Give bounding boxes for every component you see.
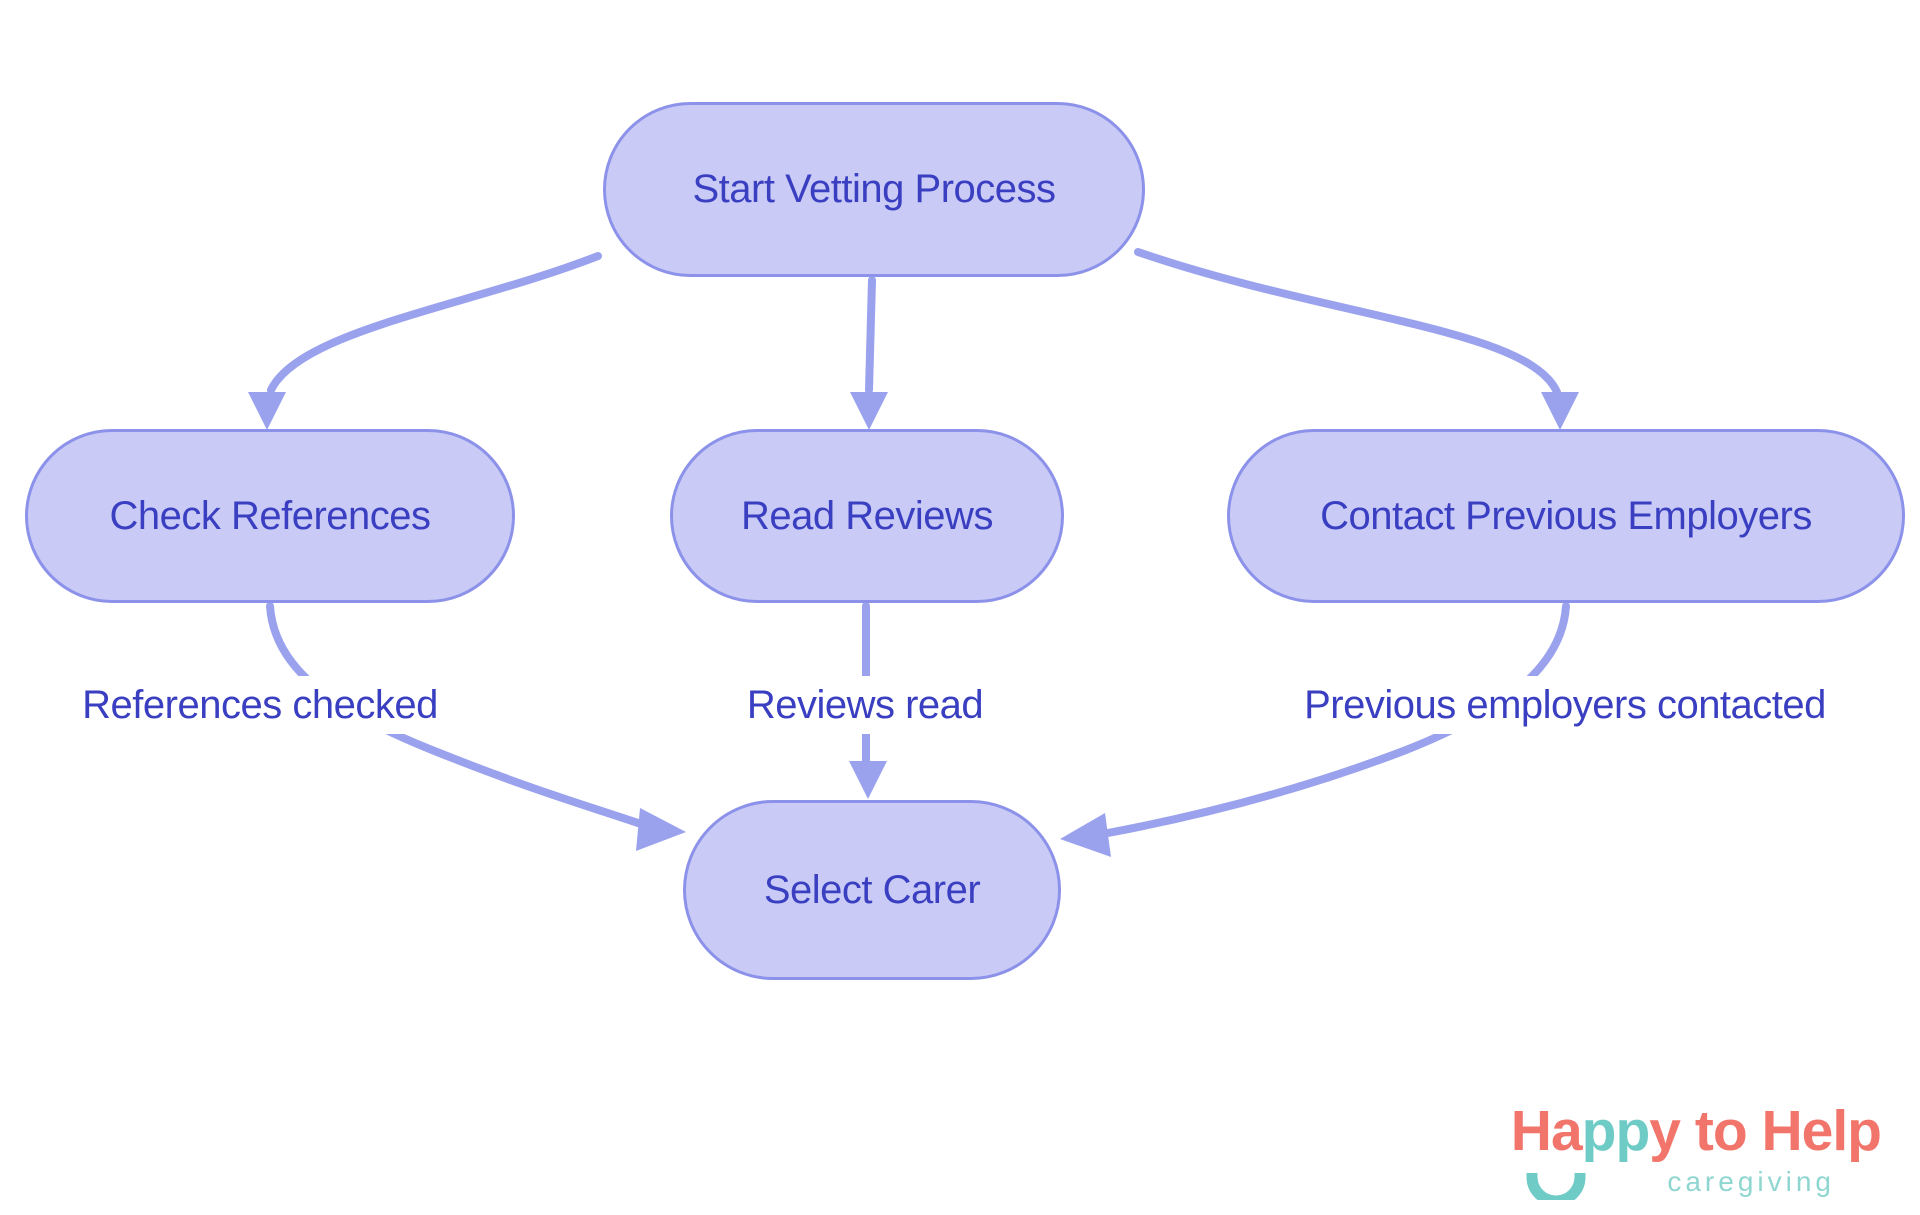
logo-wordmark-y-to-help: y to Help (1649, 1099, 1882, 1163)
logo-wordmark-pp: pp (1581, 1099, 1651, 1163)
edge-label-reviews-read: Reviews read (715, 676, 1015, 734)
node-contact-previous-employers: Contact Previous Employers (1227, 429, 1905, 603)
node-check-references: Check References (25, 429, 515, 603)
node-select-carer: Select Carer (683, 800, 1061, 980)
logo-wordmark: Happy to Help (1510, 1098, 1882, 1164)
arrowhead-read-reviews (850, 392, 888, 430)
logo-wordmark-ha: Ha (1510, 1099, 1583, 1163)
edge-label-previous-employers-contacted: Previous employers contacted (1235, 676, 1895, 734)
happy-to-help-logo: Happy to Help caregiving (1408, 1098, 1883, 1210)
arrowhead-check-references (248, 392, 286, 430)
edge-start-to-read-reviews (865, 276, 876, 394)
edge-start-to-contact-previous-employers (1134, 248, 1561, 396)
arrowhead-contact-previous-employers (1541, 392, 1579, 430)
arrowhead-select-carer-left (636, 808, 686, 851)
edge-check-references-to-select-carer (266, 602, 648, 829)
arrowhead-select-carer-right (1060, 813, 1111, 857)
edge-label-references-checked: References checked (40, 676, 480, 734)
smile-icon (1526, 1173, 1586, 1200)
arrowhead-select-carer-top (849, 761, 887, 799)
edge-start-to-check-references (267, 252, 602, 394)
node-start-vetting-process: Start Vetting Process (603, 102, 1145, 277)
node-read-reviews: Read Reviews (670, 429, 1064, 603)
edge-contact-previous-employers-to-select-carer (1104, 602, 1570, 837)
logo-tagline: caregiving (1667, 1166, 1835, 1197)
